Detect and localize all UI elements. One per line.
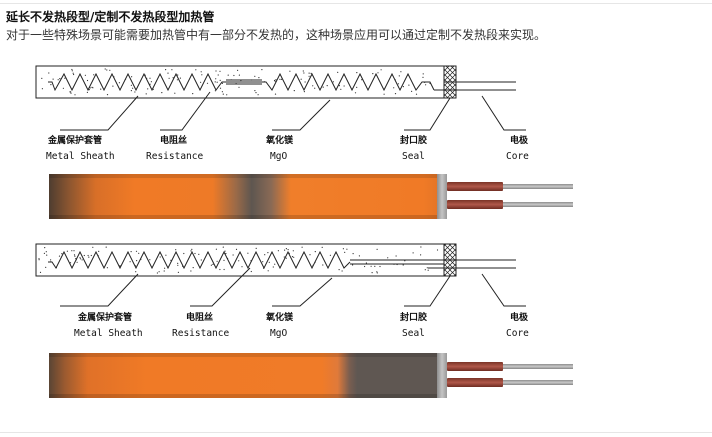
label-core-cn: 电极	[510, 134, 529, 146]
diagram-2-schematic: 金属保护套管 Metal Sheath 电阻丝 Resistance 氧化镁 M…	[35, 243, 529, 339]
label-seal-en: Seal	[402, 328, 425, 339]
label-metal-sheath-cn: 金属保护套管	[77, 311, 132, 323]
label-metal-sheath-en: Metal Sheath	[74, 328, 143, 339]
diagram-1-labels: 金属保护套管 Metal Sheath 电阻丝 Resistance 氧化镁 M…	[46, 134, 529, 162]
diagram-1-schematic: 金属保护套管 Metal Sheath 电阻丝 Resistance 氧化镁 M…	[35, 65, 529, 162]
core-wire-1b	[503, 202, 573, 207]
label-seal-cn: 封口胶	[400, 311, 427, 323]
section-title: 延长不发热段型/定制不发热段型加热管	[6, 10, 215, 24]
heater-photo-2	[49, 353, 573, 398]
label-seal-en: Seal	[402, 151, 425, 162]
diagram-2-resistance-wire	[48, 250, 458, 270]
lead-wire-1a	[447, 182, 503, 191]
core-wire-2a	[503, 364, 573, 369]
top-divider	[0, 3, 712, 4]
label-mgo-en: MgO	[270, 328, 287, 339]
diagram-1-leader-lines	[60, 91, 526, 131]
label-resistance-cn: 电阻丝	[186, 311, 213, 323]
heater-tube-1	[49, 174, 439, 219]
core-wire-1a	[503, 184, 573, 189]
diagram-1-resistance-wire	[48, 72, 458, 92]
section-description: 对于一些特殊场景可能需要加热管中有一部分不发热的，这种场景应用可以通过定制不发热…	[6, 28, 547, 42]
heater-seal-2	[437, 353, 447, 398]
diagram-2-mgo-dots	[38, 246, 439, 274]
heater-seal-1	[437, 174, 447, 219]
diagram-2-labels: 金属保护套管 Metal Sheath 电阻丝 Resistance 氧化镁 M…	[74, 311, 529, 339]
label-seal-cn: 封口胶	[400, 134, 427, 146]
label-mgo-cn: 氧化镁	[265, 311, 294, 323]
label-metal-sheath-cn: 金属保护套管	[47, 134, 102, 146]
lead-wire-2a	[447, 362, 503, 371]
label-mgo-cn: 氧化镁	[265, 134, 294, 146]
label-core-en: Core	[506, 151, 529, 162]
label-core-en: Core	[506, 328, 529, 339]
core-wire-2b	[503, 380, 573, 385]
heater-photo-1	[49, 174, 573, 219]
bottom-divider	[0, 432, 712, 433]
lead-wire-1b	[447, 200, 503, 209]
lead-wire-2b	[447, 378, 503, 387]
label-resistance-en: Resistance	[146, 151, 203, 162]
label-metal-sheath-en: Metal Sheath	[46, 151, 115, 162]
label-core-cn: 电极	[510, 311, 529, 323]
diagram-1-mgo-dots	[41, 68, 431, 96]
label-resistance-cn: 电阻丝	[160, 134, 187, 146]
heater-tube-2	[49, 353, 439, 398]
label-mgo-en: MgO	[270, 151, 287, 162]
diagram-2-leader-lines	[60, 267, 526, 307]
label-resistance-en: Resistance	[172, 328, 229, 339]
